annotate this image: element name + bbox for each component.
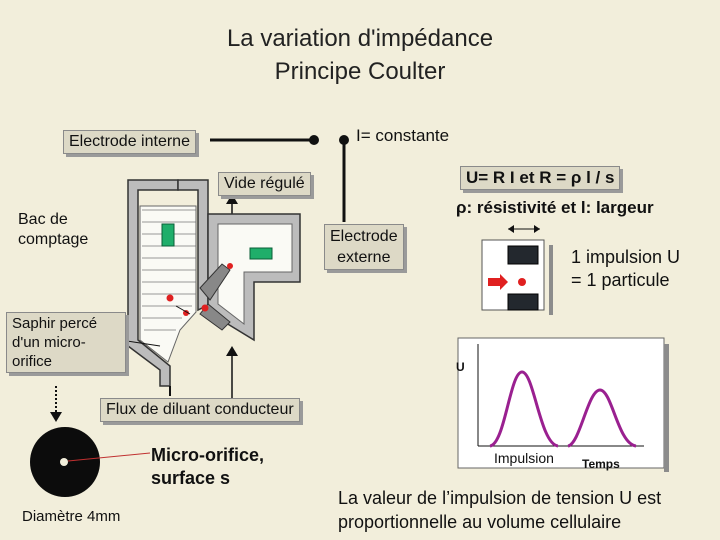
saphir-upper: [199, 263, 231, 301]
particle: [201, 304, 209, 312]
flow-arrow: [488, 274, 508, 290]
conclusion-line-1: La valeur de l’impulsion de tension U es…: [338, 488, 662, 508]
orifice-zoom-shadow: [549, 245, 553, 315]
flux-label: Flux de diluant conducteur: [100, 398, 300, 422]
particle-in-orifice: [518, 278, 526, 286]
orifice-lower-plate: [507, 293, 539, 311]
bac-comptage-label: Bac de comptage: [18, 210, 88, 250]
bac-line-1: Bac de: [18, 211, 68, 228]
pulse-graph-panel: [457, 337, 665, 469]
tank-inner-wall: [177, 179, 209, 312]
vide-regule-label: Vide régulé: [218, 172, 311, 196]
diametre-label: Diamètre 4mm: [22, 508, 121, 525]
saphir-line-2: d'un micro-: [12, 334, 86, 351]
bac-line-2: comptage: [18, 231, 89, 248]
orifice-upper-plate: [507, 245, 539, 265]
saphir-line-3: orifice: [12, 353, 53, 370]
impulsion-particule-label: 1 impulsion U = 1 particule: [571, 246, 680, 292]
title-line-1: La variation d'impédance: [226, 25, 494, 52]
impulsion-line-1: 1 impulsion U: [571, 247, 681, 267]
pulse-peak-1: [489, 370, 559, 448]
particle-arrow: [175, 305, 191, 315]
pulse-peak-2: [567, 388, 637, 448]
micro-line-2: surface s: [151, 468, 231, 488]
micro-orifice-hole: [60, 458, 68, 466]
electrode-interne-plate: [161, 223, 175, 247]
flux-arrow-head: [226, 346, 238, 356]
title-line-2: Principe Coulter: [274, 58, 446, 85]
electrode-externe-line-1: Electrode: [330, 228, 398, 245]
electrode-externe-line-2: externe: [337, 249, 391, 266]
micro-orifice-label: Micro-orifice, surface s: [151, 444, 264, 490]
conclusion-text: La valeur de l’impulsion de tension U es…: [338, 486, 661, 534]
impulsion-axis-label: Impulsion: [494, 450, 554, 466]
particle: [227, 263, 233, 269]
particle: [183, 310, 189, 316]
u-axis-label: U: [456, 360, 465, 374]
saphir-label: Saphir percé d'un micro- orifice: [6, 312, 126, 373]
formula-box: U= R I et R = ρ l / s: [460, 166, 621, 190]
electrode-externe-plate: [249, 247, 273, 260]
resistivite-label: ρ: résistivité et l: largeur: [456, 198, 654, 217]
tank-liquid: [139, 205, 197, 363]
electrode-externe-label: Electrode externe: [324, 224, 404, 270]
electrode-interne-label: Electrode interne: [63, 130, 196, 154]
conclusion-line-2: proportionnelle au volume cellulaire: [338, 512, 622, 532]
electrode-interne-terminal: [309, 135, 319, 145]
saphir-line-1: Saphir percé: [12, 315, 98, 332]
zoom-arrow-head: [50, 412, 62, 422]
i-constante-label: I= constante: [356, 126, 450, 145]
particle: [166, 294, 174, 302]
temps-axis-label: Temps: [582, 457, 620, 471]
vide-arrow-head: [226, 194, 238, 204]
micro-line-1: Micro-orifice,: [151, 445, 265, 465]
pulse-graph-shadow: [664, 344, 669, 472]
saphir-pointer: [119, 339, 161, 347]
micro-orifice-pointer: [67, 452, 151, 462]
right-chamber-liquid: [217, 223, 293, 326]
impulsion-line-2: = 1 particule: [571, 270, 670, 290]
